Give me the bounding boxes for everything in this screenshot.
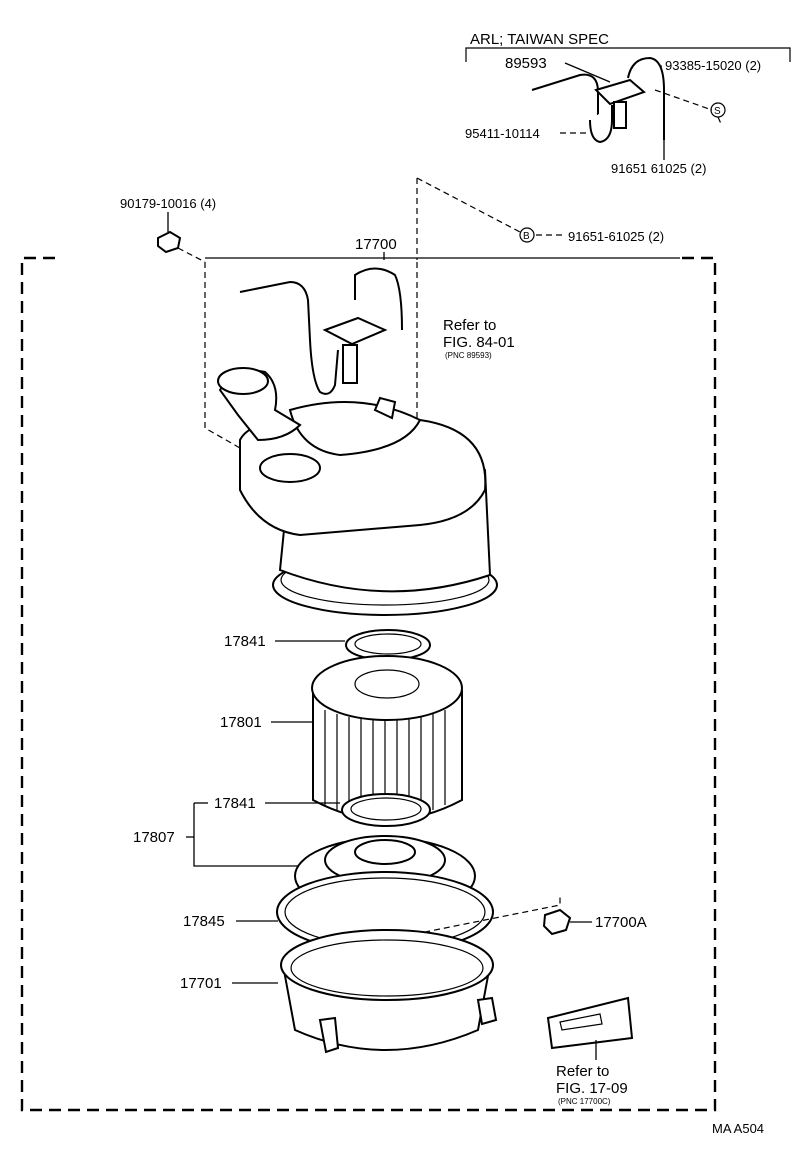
element-center-hole <box>354 669 420 699</box>
gasket-lower: 17841 <box>194 793 431 827</box>
gasket-lower-outer <box>341 793 431 827</box>
part-17845-label: 17845 <box>183 913 225 930</box>
dash-diag-b <box>416 177 521 233</box>
b-marker-callout: B 91651-61025 (2) <box>416 177 664 260</box>
bolt-dash <box>177 247 206 263</box>
inset-bracket <box>465 47 791 62</box>
bolt-icon <box>157 230 182 254</box>
vsv-valve-stem <box>613 101 627 129</box>
pnc-89593-line: (PNC 89593) <box>445 351 492 360</box>
vacuum-hose-right <box>627 56 665 140</box>
part-89593-label: 89593 <box>505 55 547 72</box>
bracket-17807 <box>193 803 300 867</box>
case-rim-outer <box>280 929 494 1001</box>
air-cleaner-cap <box>217 367 498 616</box>
leader-s-down <box>717 116 723 127</box>
b-marker-text: B <box>523 231 530 242</box>
part-17841-lower-label: 17841 <box>214 795 256 812</box>
s-marker-text: S <box>714 106 721 117</box>
fig-84-01-line: FIG. 84-01 <box>443 334 515 351</box>
vacuum-hose-left <box>531 73 599 130</box>
pnc-17700c-line: (PNC 17700C) <box>558 1097 611 1106</box>
refer-to-1-line: Refer to <box>443 317 496 334</box>
vsv-valve-body <box>594 78 646 106</box>
cap-bracket <box>373 396 397 420</box>
part-95411-label: 95411-10114 <box>465 126 540 141</box>
intake-opening <box>217 367 269 395</box>
dash-17700a <box>384 895 561 941</box>
element-top <box>311 655 463 721</box>
case-clamp-right <box>476 996 498 1026</box>
cover-center <box>354 839 416 865</box>
fig-17-09-line: FIG. 17-09 <box>556 1080 628 1097</box>
bolt-callout: 90179-10016 (4) <box>120 196 216 263</box>
bolt-dash-down <box>204 262 241 449</box>
part-17801-label: 17801 <box>220 714 262 731</box>
vacuum-hose-u <box>589 105 613 144</box>
side-port <box>259 453 321 483</box>
case-clamp-left <box>318 1016 340 1054</box>
case-rim-inner <box>290 939 484 997</box>
part-17807-label: 17807 <box>133 829 175 846</box>
air-cleaner-case: 17701 <box>180 929 498 1054</box>
leader-89593 <box>564 62 611 83</box>
drawing-code: MA A504 <box>712 1121 764 1136</box>
part-91651-top-label: 91651 61025 (2) <box>611 161 706 176</box>
hose-left <box>239 280 339 395</box>
part-17701-label: 17701 <box>180 975 222 992</box>
part-93385-label: 93385-15020 (2) <box>665 58 761 73</box>
part-17700a-label: 17700A <box>595 914 647 931</box>
hose-right <box>354 267 403 331</box>
b-marker-icon <box>519 227 535 243</box>
gasket-upper: 17841 <box>224 629 431 661</box>
arl-taiwan-inset: ARL; TAIWAN SPEC 89593 93385-15020 (2) S… <box>465 31 791 176</box>
clip-17700a-icon <box>542 908 572 936</box>
part-90179-label: 90179-10016 (4) <box>120 196 216 211</box>
label-plate-inset <box>559 1013 603 1031</box>
part-17700-label: 17700 <box>355 236 397 253</box>
filter-element: 17801 <box>220 655 463 821</box>
assembly-frame <box>20 256 717 1112</box>
leader-s <box>654 89 713 111</box>
part-17841-upper-label: 17841 <box>224 633 266 650</box>
arl-taiwan-spec-label: ARL; TAIWAN SPEC <box>470 31 609 48</box>
gasket-lower-inner <box>350 797 422 821</box>
refer-to-2-line: Refer to <box>556 1063 609 1080</box>
vsv-valve-main-stem <box>342 344 358 384</box>
label-plate-icon <box>546 996 634 1050</box>
clip-17700a: 17700A <box>384 895 647 941</box>
upper-hoses: Refer to FIG. 84-01 (PNC 89593) <box>204 262 515 449</box>
label-plate: Refer to FIG. 17-09 (PNC 17700C) <box>546 996 634 1106</box>
vsv-valve-main <box>322 316 388 346</box>
gasket-upper-inner <box>354 633 422 655</box>
part-91651-mid-label: 91651-61025 (2) <box>568 229 664 244</box>
